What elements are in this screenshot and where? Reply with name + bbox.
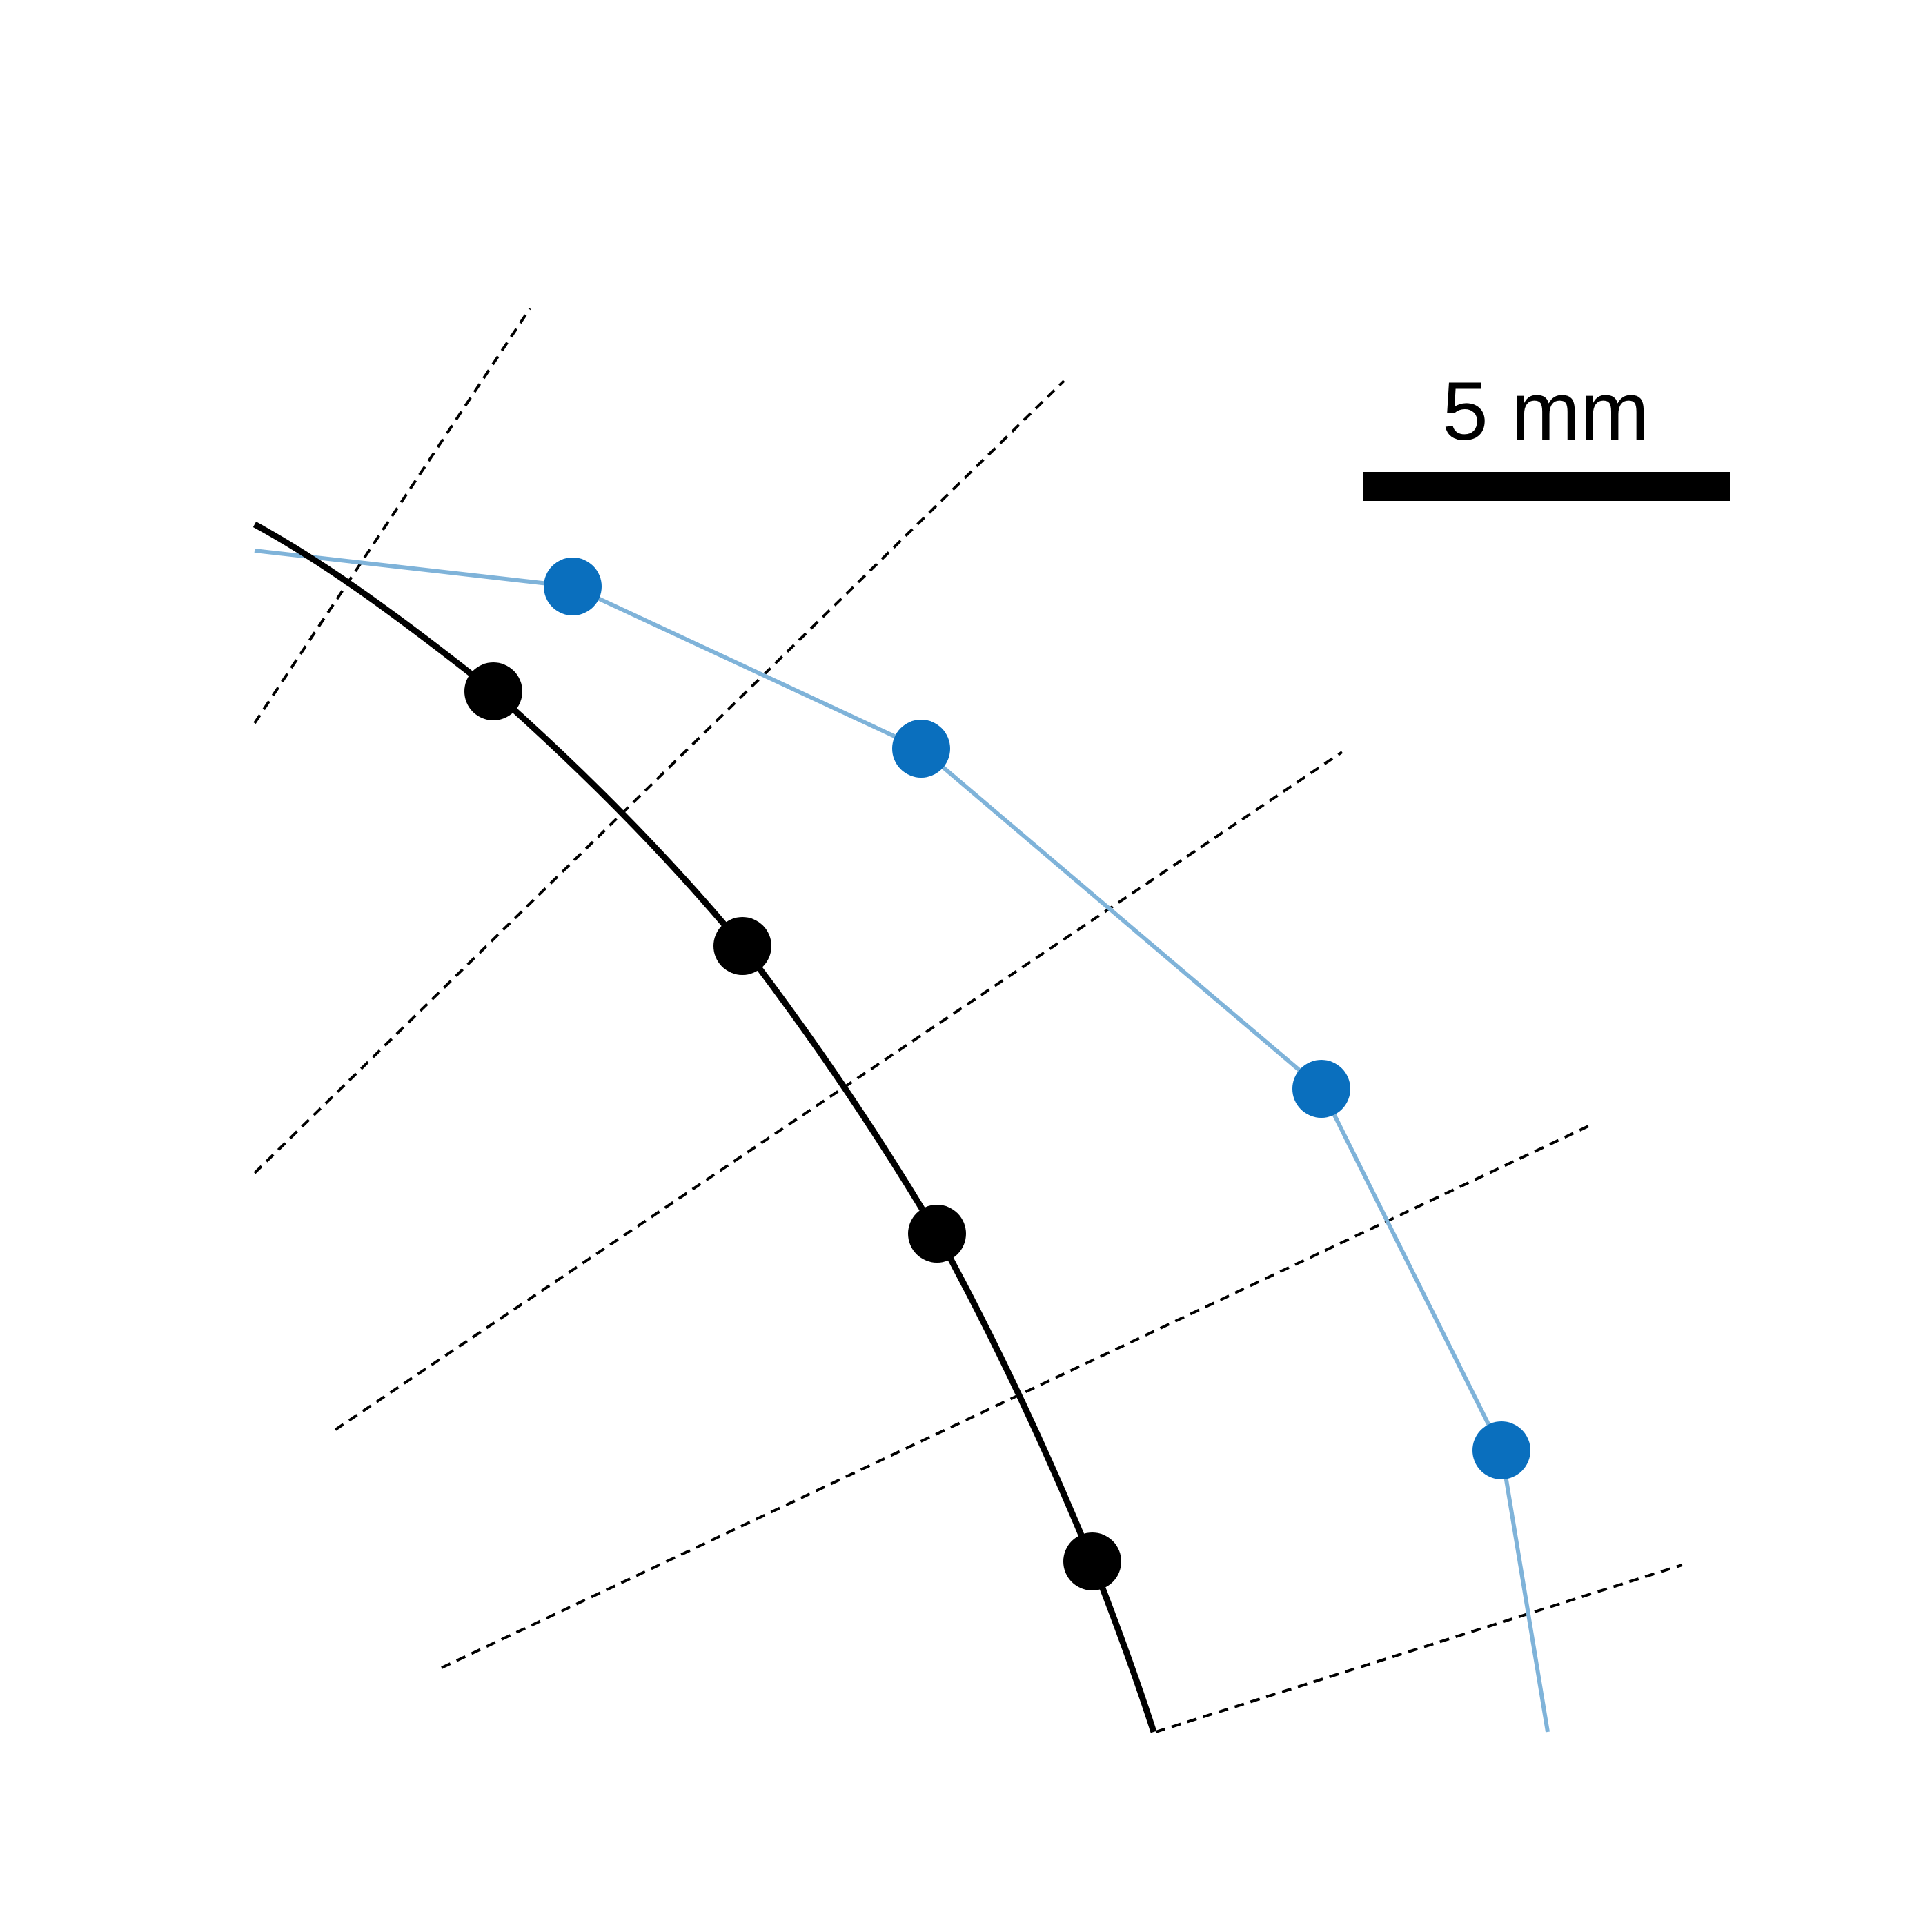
black-point-3	[908, 1205, 966, 1263]
blue-point-3	[1292, 1060, 1350, 1118]
black-curve	[253, 522, 1157, 1733]
scale-bar-label: 5 mm	[1442, 365, 1649, 457]
black-point-4	[1063, 1532, 1121, 1590]
dashed-guide-4	[441, 1125, 1589, 1669]
black-point-2	[713, 917, 771, 975]
scale-bar-rect	[1363, 472, 1730, 501]
dashed-guides	[253, 307, 1683, 1733]
dashed-guide-5	[1155, 1564, 1683, 1733]
black-points	[464, 662, 1121, 1590]
blue-point-2	[892, 720, 950, 778]
blue-polyline	[254, 549, 1550, 1733]
blue-points	[544, 558, 1530, 1479]
scale-bar: 5 mm	[1363, 365, 1730, 501]
black-point-1	[464, 662, 522, 720]
dashed-guide-3	[334, 751, 1343, 1431]
blue-point-1	[544, 558, 602, 615]
dashed-guide-1	[253, 307, 531, 724]
blue-point-4	[1472, 1421, 1530, 1479]
dashed-guide-2	[253, 379, 1065, 1174]
